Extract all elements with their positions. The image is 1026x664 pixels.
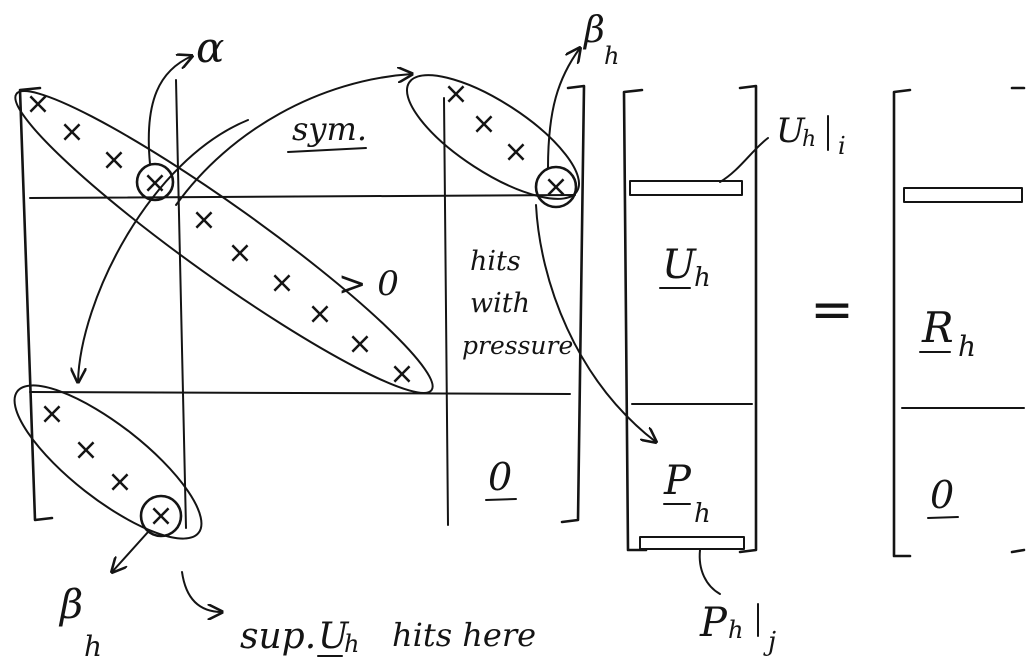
unknown-vector: U h i U h P h P h j [622, 84, 846, 657]
p-entry-leader [698, 549, 721, 595]
p-entry-box [639, 536, 745, 550]
hits-label-line-2: with [470, 288, 530, 319]
p-entry-subscript: h [728, 616, 743, 644]
matrix-horizontal-divider-2 [29, 391, 571, 395]
u-vector-subscript: h [694, 263, 711, 293]
beta-top-arrow [547, 48, 580, 169]
zero-block-underline [485, 498, 517, 501]
beta-top-label: β [582, 10, 605, 51]
matrix-right-bracket [560, 84, 586, 524]
r-vector-label: R [921, 303, 954, 352]
rhs-entry-box [903, 187, 1023, 203]
rhs-zero-label: 0 [930, 473, 954, 517]
bottom-left-entries: × × × × [39, 397, 173, 534]
diag-mark: × [389, 357, 414, 392]
p-entry-index: j [763, 627, 776, 657]
rhs-vector-left-bracket [892, 88, 912, 558]
hits-label-line-3: pressure [462, 331, 573, 360]
top-right-mark: × [543, 170, 568, 205]
system-matrix: × × × × × × × × × × × × × × × × × × sym. [13, 74, 586, 540]
beta-bottom-subscript: h [84, 630, 102, 663]
sup-note-u: U [318, 616, 350, 657]
p-vector-subscript: h [694, 499, 711, 529]
beta-bottom-arrow [112, 531, 149, 572]
symmetric-label: sym. [292, 110, 367, 148]
equals-sign: = [810, 280, 854, 340]
bottom-left-mark: × [148, 499, 173, 534]
r-vector-subscript: h [958, 330, 976, 363]
beta-top-subscript: h [604, 42, 619, 70]
positive-definite-label: > 0 [338, 264, 399, 304]
diag-mark: × [227, 236, 252, 271]
diag-mark: × [347, 327, 372, 362]
diagonal-entries: × × × × × × × × × × [25, 87, 414, 392]
sup-note-label: sup. [240, 616, 316, 657]
u-vector-label: U [662, 242, 697, 288]
bottom-left-mark: × [107, 465, 132, 500]
matrix-horizontal-divider [29, 194, 576, 199]
diagonal-group-ellipse [14, 90, 434, 394]
top-right-mark: × [443, 77, 468, 112]
p-vector-label: P [663, 458, 692, 504]
pressure-arrow [535, 204, 656, 442]
symmetry-arrow-to-top-right [175, 74, 412, 206]
sup-note-tail: hits here [392, 616, 536, 654]
zero-block-label: 0 [488, 455, 512, 499]
symmetry-arrow-to-bottom-left [78, 119, 249, 382]
beta-entry-circle-bottom [139, 494, 183, 538]
diag-mark: × [307, 297, 332, 332]
bottom-left-mark: × [39, 397, 64, 432]
top-right-entries: × × × × [443, 77, 568, 205]
alpha-arrow [147, 56, 192, 165]
rhs-vector-right-bracket [1010, 86, 1026, 554]
hits-label-line-1: hits [470, 246, 521, 277]
sup-note-u-subscript: h [344, 630, 359, 658]
u-entry-box [629, 180, 743, 196]
top-right-mark: × [503, 135, 528, 170]
u-entry-index: i [838, 132, 846, 160]
diag-mark: × [191, 203, 216, 238]
diag-mark: × [59, 115, 84, 150]
unknown-vector-left-bracket [622, 88, 648, 552]
symmetric-underline [287, 147, 367, 153]
annotations: α β h β h sup. U h hits here [58, 10, 656, 663]
u-entry-leader [719, 137, 769, 183]
matrix-vertical-divider [175, 79, 187, 529]
matrix-vertical-divider-2 [443, 97, 449, 526]
diag-mark: × [269, 266, 294, 301]
u-entry-label: U [776, 111, 806, 151]
beta-bottom-label: β [58, 582, 83, 628]
alpha-entry-circle [135, 162, 175, 202]
beta-entry-circle-top [534, 165, 578, 209]
u-entry-subscript: h [802, 127, 816, 152]
rhs-zero-underline [927, 516, 959, 519]
unknown-vector-right-bracket [738, 84, 758, 554]
diag-mark: × [25, 87, 50, 122]
sup-note-arrow [181, 571, 222, 612]
top-right-mark: × [471, 107, 496, 142]
rhs-vector: R h 0 [892, 86, 1026, 558]
alpha-label: α [196, 23, 224, 72]
diag-mark: × [101, 143, 126, 178]
p-entry-label: P [699, 600, 728, 646]
bottom-left-group-ellipse [13, 384, 203, 540]
matrix-left-bracket [18, 86, 54, 522]
bottom-left-mark: × [73, 433, 98, 468]
